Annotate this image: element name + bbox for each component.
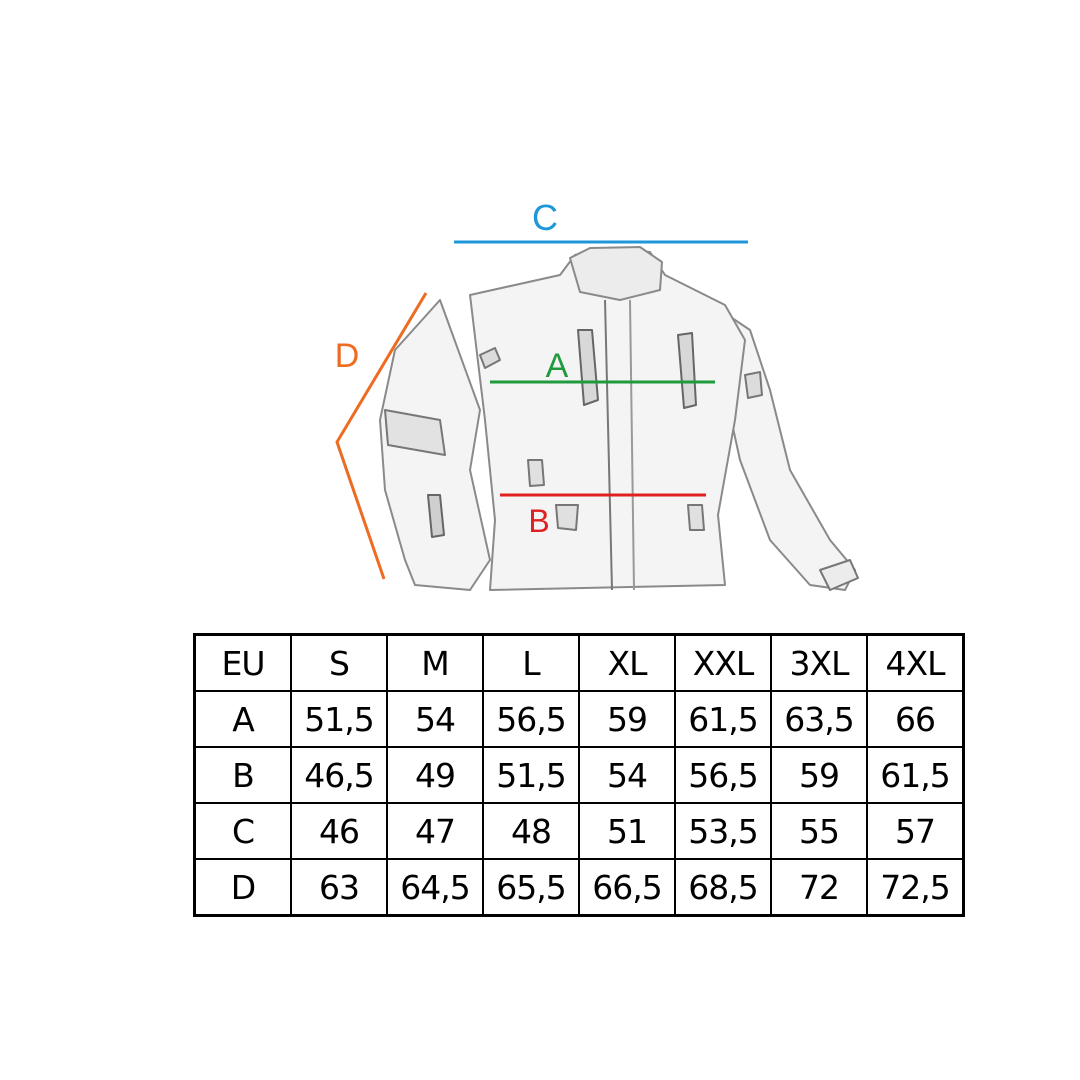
- jacket-diagram: C D A B: [335, 197, 859, 591]
- table-cell: 66,5: [578, 858, 676, 917]
- header-cell: XXL: [674, 633, 772, 692]
- measure-label-a: A: [546, 347, 569, 385]
- size-table-body: EU S M L XL XXL 3XL 4XL A 51,5 54 56,5 5…: [193, 633, 965, 917]
- table-cell: 53,5: [674, 802, 772, 860]
- table-row: A 51,5 54 56,5 59 61,5 63,5 66: [193, 690, 965, 748]
- header-cell: XL: [578, 633, 676, 692]
- measure-label-c: C: [532, 197, 558, 238]
- table-cell: 64,5: [386, 858, 484, 917]
- table-cell: 51,5: [482, 746, 580, 804]
- row-label-cell: C: [193, 802, 292, 860]
- header-cell: EU: [193, 633, 292, 692]
- measure-line-d: [335, 292, 428, 580]
- table-cell: 68,5: [674, 858, 772, 917]
- measure-label-b: B: [528, 503, 549, 539]
- table-cell: 65,5: [482, 858, 580, 917]
- table-row: B 46,5 49 51,5 54 56,5 59 61,5: [193, 746, 965, 804]
- table-row: C 46 47 48 51 53,5 55 57: [193, 802, 965, 860]
- row-label-cell: A: [193, 690, 292, 748]
- table-header-row: EU S M L XL XXL 3XL 4XL: [193, 633, 965, 692]
- table-cell: 46: [290, 802, 388, 860]
- table-cell: 48: [482, 802, 580, 860]
- table-cell: 54: [386, 690, 484, 748]
- header-cell: L: [482, 633, 580, 692]
- header-cell: 3XL: [770, 633, 868, 692]
- header-cell: 4XL: [866, 633, 965, 692]
- table-cell: 51: [578, 802, 676, 860]
- table-cell: 61,5: [866, 746, 965, 804]
- row-label-cell: B: [193, 746, 292, 804]
- table-cell: 72: [770, 858, 868, 917]
- header-cell: S: [290, 633, 388, 692]
- table-cell: 57: [866, 802, 965, 860]
- measure-label-d: D: [335, 337, 360, 375]
- table-cell: 59: [578, 690, 676, 748]
- table-cell: 63,5: [770, 690, 868, 748]
- table-cell: 61,5: [674, 690, 772, 748]
- table-row: D 63 64,5 65,5 66,5 68,5 72 72,5: [193, 858, 965, 917]
- jacket-sketch: [379, 246, 859, 591]
- table-cell: 51,5: [290, 690, 388, 748]
- table-cell: 49: [386, 746, 484, 804]
- size-chart-table: EU S M L XL XXL 3XL 4XL A 51,5 54 56,5 5…: [193, 633, 965, 917]
- table-cell: 59: [770, 746, 868, 804]
- table-cell: 56,5: [482, 690, 580, 748]
- header-cell: M: [386, 633, 484, 692]
- table-cell: 72,5: [866, 858, 965, 917]
- table-cell: 47: [386, 802, 484, 860]
- table-cell: 63: [290, 858, 388, 917]
- table-cell: 54: [578, 746, 676, 804]
- table-cell: 56,5: [674, 746, 772, 804]
- row-label-cell: D: [193, 858, 292, 917]
- table-cell: 46,5: [290, 746, 388, 804]
- table-cell: 66: [866, 690, 965, 748]
- table-cell: 55: [770, 802, 868, 860]
